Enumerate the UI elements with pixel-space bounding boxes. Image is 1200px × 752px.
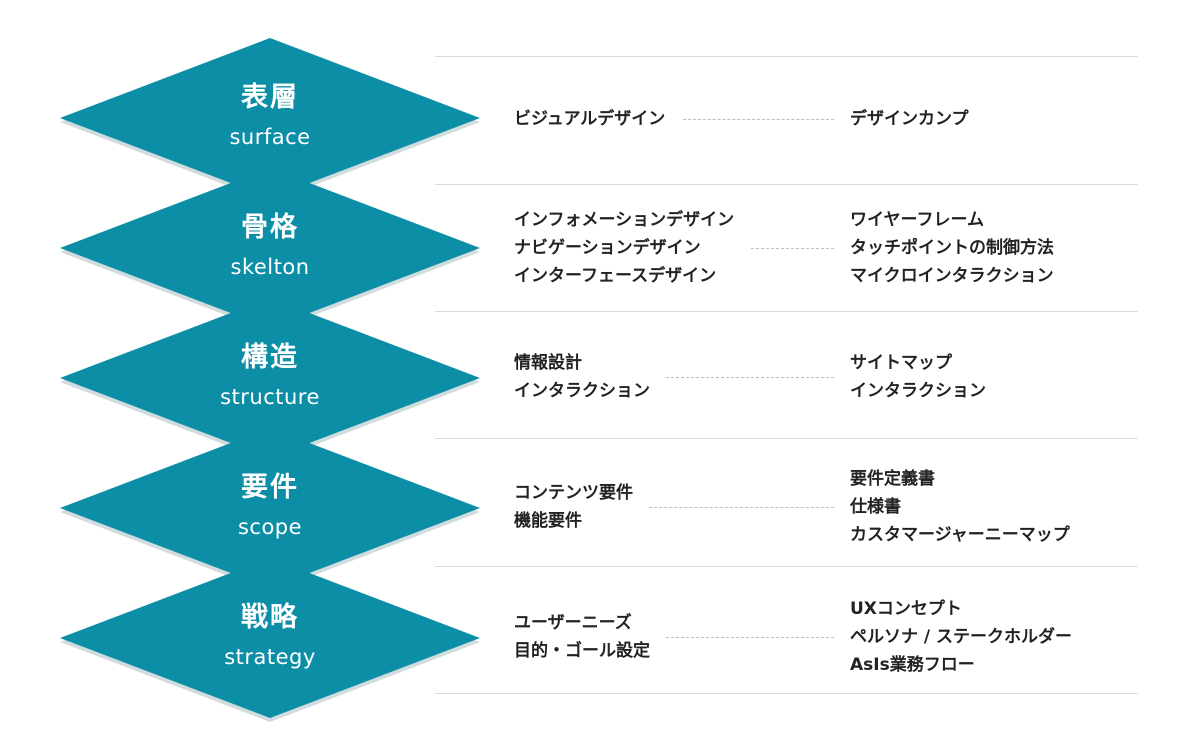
right-item: インタラクション bbox=[850, 381, 986, 401]
right-item-list: サイトマップインタラクション bbox=[850, 349, 986, 405]
left-item-list: コンテンツ要件機能要件 bbox=[514, 479, 633, 535]
right-item-list: デザインカンプ bbox=[850, 105, 969, 133]
diamond-fill bbox=[60, 298, 480, 458]
row-divider bbox=[435, 438, 1138, 439]
left-item: インタラクション bbox=[514, 381, 650, 401]
diamond-shape bbox=[60, 298, 480, 462]
dashed-connector bbox=[665, 637, 834, 638]
row-divider bbox=[435, 184, 1138, 185]
dashed-connector bbox=[750, 248, 834, 249]
left-item: インフォメーションデザイン bbox=[514, 210, 735, 230]
right-item: UXコンセプト bbox=[850, 599, 962, 619]
row-divider bbox=[435, 566, 1138, 567]
layer-diamond: 要件 scope bbox=[60, 428, 480, 592]
left-item-list: ビジュアルデザイン bbox=[514, 105, 665, 133]
right-item: サイトマップ bbox=[850, 353, 952, 373]
left-item: コンテンツ要件 bbox=[514, 483, 633, 503]
layer-title: 戦略 bbox=[241, 602, 299, 633]
diamond-fill bbox=[60, 428, 480, 588]
right-item: デザインカンプ bbox=[850, 109, 969, 129]
left-item-list: ユーザーニーズ目的・ゴール設定 bbox=[514, 609, 650, 665]
diamond-shape bbox=[60, 428, 480, 592]
diamond-fill bbox=[60, 168, 480, 328]
left-item: ユーザーニーズ bbox=[514, 613, 632, 633]
right-item: 要件定義書 bbox=[850, 469, 935, 489]
layer-title: 表層 bbox=[241, 82, 299, 113]
layer-subtitle: structure bbox=[220, 385, 320, 409]
diamond-fill bbox=[60, 38, 480, 198]
diamond-shape bbox=[60, 558, 480, 722]
right-item: ワイヤーフレーム bbox=[850, 210, 984, 230]
diamond-shape bbox=[60, 168, 480, 332]
row-divider bbox=[435, 311, 1138, 312]
right-item: マイクロインタラクション bbox=[850, 266, 1054, 286]
left-item: ナビゲーションデザイン bbox=[514, 238, 701, 258]
right-item: カスタマージャーニーマップ bbox=[850, 525, 1070, 545]
layer-subtitle: skelton bbox=[230, 255, 310, 279]
layer-diamond: 戦略 strategy bbox=[60, 558, 480, 722]
layer-diamond: 構造 structure bbox=[60, 298, 480, 462]
left-item: 機能要件 bbox=[514, 511, 582, 531]
left-item: 情報設計 bbox=[514, 353, 582, 373]
layer-title: 骨格 bbox=[241, 212, 299, 243]
left-item: 目的・ゴール設定 bbox=[514, 641, 650, 661]
layer-title: 構造 bbox=[241, 342, 299, 373]
left-item: ビジュアルデザイン bbox=[514, 109, 666, 129]
right-item: タッチポイントの制御方法 bbox=[850, 238, 1054, 258]
diamond-shape bbox=[60, 38, 480, 202]
left-item: インターフェースデザイン bbox=[514, 266, 717, 286]
right-item: 仕様書 bbox=[850, 497, 901, 517]
layer-title: 要件 bbox=[241, 472, 299, 503]
right-item-list: UXコンセプトペルソナ / ステークホルダー AsIs業務フロー bbox=[850, 595, 1072, 679]
right-item: AsIs業務フロー bbox=[850, 655, 975, 675]
right-item-list: ワイヤーフレームタッチポイントの制御方法マイクロインタラクション bbox=[850, 206, 1054, 290]
layer-subtitle: surface bbox=[229, 125, 311, 149]
diamond-fill bbox=[60, 558, 480, 718]
layer-diamond: 骨格 skelton bbox=[60, 168, 480, 332]
row-divider bbox=[435, 693, 1138, 694]
layer-subtitle: strategy bbox=[224, 645, 316, 669]
left-item-list: 情報設計インタラクション bbox=[514, 349, 650, 405]
dashed-connector bbox=[665, 377, 834, 378]
layer-diamond: 表層 surface bbox=[60, 38, 480, 202]
layer-subtitle: scope bbox=[237, 515, 303, 539]
left-item-list: インフォメーションデザインナビゲーションデザインインターフェースデザイン bbox=[514, 206, 734, 290]
dashed-connector bbox=[682, 119, 834, 120]
right-item: ペルソナ / ステークホルダー bbox=[850, 627, 1073, 647]
right-item-list: 要件定義書仕様書カスタマージャーニーマップ bbox=[850, 465, 1070, 549]
dashed-connector bbox=[648, 507, 834, 508]
row-divider bbox=[435, 56, 1138, 57]
